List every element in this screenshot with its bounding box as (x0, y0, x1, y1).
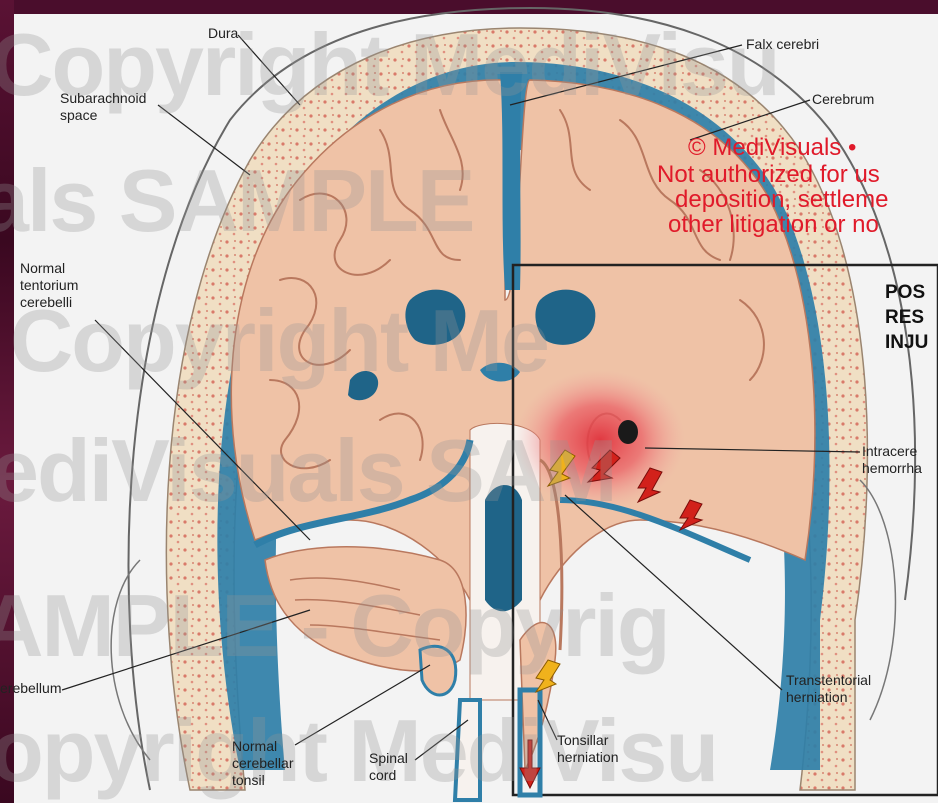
label-normal-cerebellar-tonsil: Normal cerebellar tonsil (232, 738, 293, 789)
inset-title: POS RES INJU (885, 280, 928, 355)
label-subarachnoid-space: Subarachnoid space (60, 90, 146, 124)
label-falx-cerebri: Falx cerebri (746, 36, 819, 53)
watermark-row-5: AMPLE - Copyrig (0, 575, 669, 677)
notice-line-1: © MediVisuals • (688, 135, 856, 160)
notice-line-2: Not authorized for us (657, 162, 880, 187)
notice-line-3: deposition, settleme (675, 187, 888, 212)
watermark-row-2: als SAMPLE (0, 150, 473, 252)
label-transtentorial-herniation: Transtentorial herniation (786, 672, 871, 706)
label-normal-tentorium-cerebelli: Normal tentorium cerebelli (20, 260, 78, 311)
label-cerebellum: erebellum (0, 680, 61, 697)
notice-line-4: other litigation or no (668, 212, 879, 237)
hemorrhage-core (618, 420, 638, 444)
watermark-row-4: ediVisuals SAM (0, 420, 616, 522)
label-spinal-cord: Spinal cord (369, 750, 408, 784)
watermark-row-3: - Copyright Me (0, 290, 548, 392)
label-dura: Dura (208, 25, 238, 42)
label-tonsillar-herniation: Tonsillar herniation (557, 732, 619, 766)
label-intracerebral-hemorrhage: Intracere hemorrha (862, 443, 922, 477)
label-cerebrum: Cerebrum (812, 91, 874, 108)
